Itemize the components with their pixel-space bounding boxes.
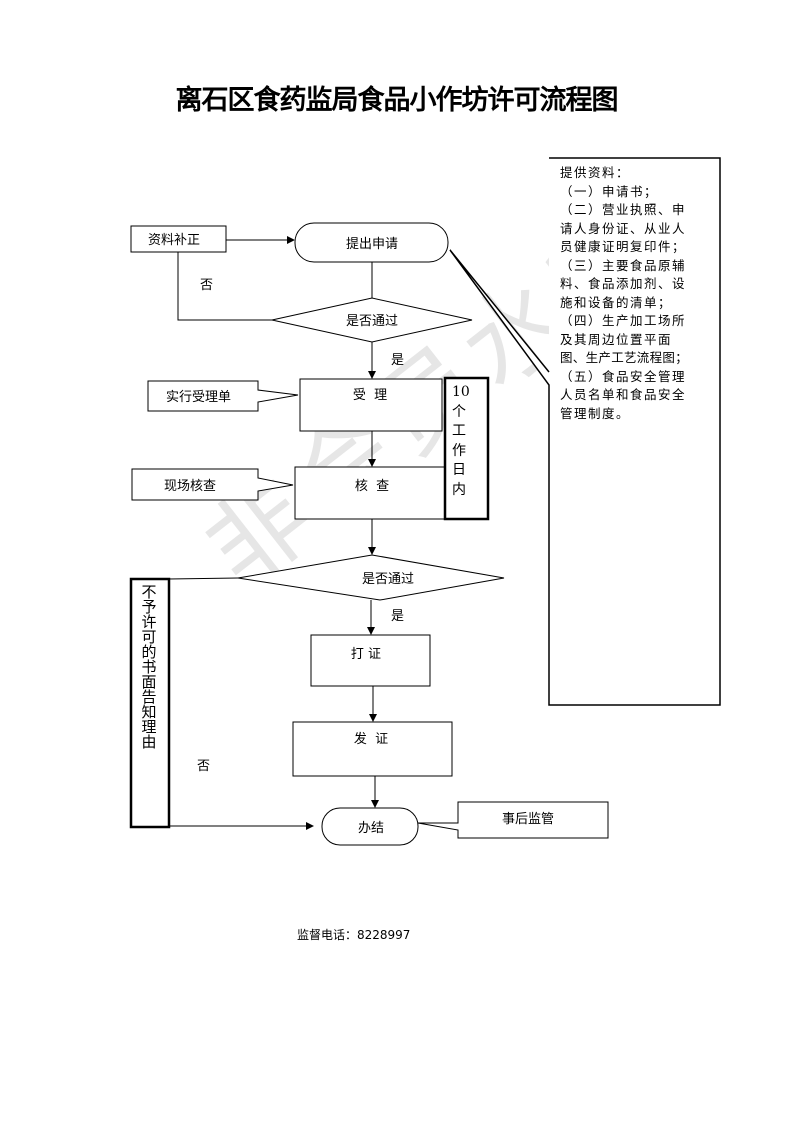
inspect-note-label: 现场核查 <box>164 479 217 494</box>
days-char: 作 <box>452 442 466 459</box>
finish-label: 办结 <box>357 821 385 836</box>
materials-line: （一）申请书； <box>560 183 659 199</box>
issue-box <box>292 721 453 777</box>
print-box <box>310 634 431 687</box>
reject-char: 书 <box>141 658 157 676</box>
reject-char: 不 <box>141 583 157 601</box>
supplement-box <box>130 225 227 253</box>
supplement-label: 资料补正 <box>148 233 201 248</box>
issue-label: 发 证 <box>353 732 389 747</box>
yes-label-1: 是 <box>391 353 405 368</box>
supervision-phone: 监督电话：8228997 <box>297 928 411 942</box>
reject-char: 理 <box>141 718 157 736</box>
reject-char: 许 <box>141 613 157 631</box>
apply-label: 提出申请 <box>345 237 399 252</box>
days-char: 10 <box>452 384 470 400</box>
materials-line: 施和设备的清单； <box>560 294 673 310</box>
supervise-label: 事后监管 <box>502 812 555 827</box>
reject-box <box>129 577 171 829</box>
days-char: 内 <box>452 481 466 498</box>
reject-char: 知 <box>141 703 157 721</box>
yes-label-2: 是 <box>391 609 405 624</box>
days-char: 工 <box>452 423 466 439</box>
materials-line: 提供资料： <box>560 165 631 180</box>
decision1-label: 是否通过 <box>345 314 399 329</box>
page-title: 离石区食药监局食品小作坊许可流程图 <box>175 85 619 116</box>
materials-line: （五）食品安全管理 <box>560 368 687 384</box>
decision2-label: 是否通过 <box>361 572 415 587</box>
supervise-callout <box>417 801 609 839</box>
materials-line: 员健康证明复印件； <box>560 239 687 254</box>
decision1-diamond <box>271 297 473 343</box>
materials-callout <box>449 157 721 706</box>
materials-list: 提供资料： （一）申请书； （二）营业执照、申 请人身份证、从业人 员健康证明复… <box>560 164 716 423</box>
finish-terminal <box>321 807 419 846</box>
materials-line: 料、食品添加剂、设 <box>560 276 687 291</box>
decision2-diamond <box>237 554 505 601</box>
inspect-note-callout <box>131 468 294 501</box>
accept-label: 受 理 <box>352 388 388 403</box>
materials-line: 请人身份证、从业人 <box>560 220 687 236</box>
no-label-1: 否 <box>200 278 214 293</box>
reject-char: 可 <box>141 628 157 646</box>
accept-box <box>299 378 443 432</box>
days-label: 10 个 工 作 日 内 <box>452 383 474 500</box>
materials-line: 管理制度。 <box>560 405 631 421</box>
materials-line: 图、生产工艺流程图； <box>560 350 689 365</box>
inspect-box <box>294 466 447 520</box>
materials-line: （二）营业执照、申 <box>560 202 687 217</box>
print-label: 打 证 <box>350 647 382 662</box>
reject-char: 面 <box>141 673 157 691</box>
reject-label: 不 予 许 可 的 书 面 告 知 理 由 <box>139 585 159 750</box>
materials-line: （三）主要食品原辅 <box>560 257 687 273</box>
reject-char: 予 <box>141 598 157 616</box>
reject-char: 由 <box>141 733 157 751</box>
materials-line: 人员名单和食品安全 <box>560 387 687 402</box>
days-char: 日 <box>452 462 466 478</box>
accept-note-callout <box>147 380 299 412</box>
days-char: 个 <box>452 403 466 420</box>
inspect-label: 核 查 <box>354 479 390 494</box>
no-label-2: 否 <box>197 759 211 774</box>
materials-line: （四）生产加工场所 <box>560 313 687 328</box>
days-box <box>443 376 490 521</box>
reject-char: 告 <box>141 688 157 706</box>
materials-line: 及其周边位置平面 <box>560 331 673 347</box>
accept-note-label: 实行受理单 <box>166 390 232 405</box>
reject-char: 的 <box>141 643 157 661</box>
